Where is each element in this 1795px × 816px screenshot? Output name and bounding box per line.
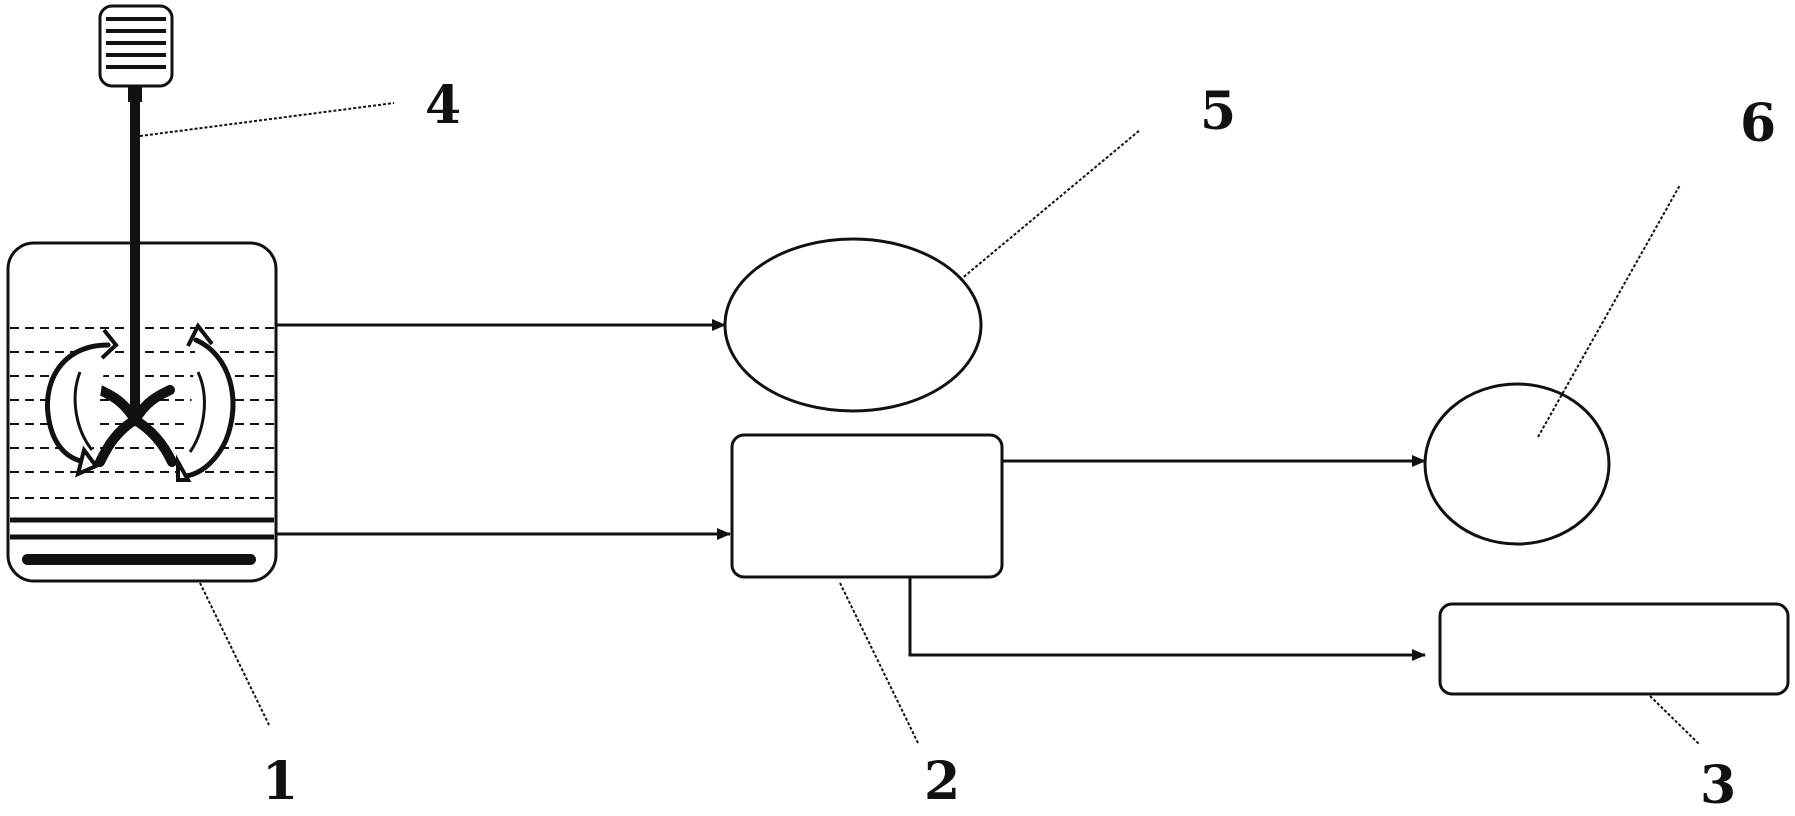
label-tank: 1 (262, 751, 299, 812)
leader-lines (139, 102, 1701, 746)
label-box-unit-2: 2 (924, 751, 961, 812)
tank (6, 241, 278, 583)
label-box-unit-3: 3 (1700, 755, 1737, 816)
box-unit-3 (1438, 602, 1790, 696)
circulation-arrows (44, 322, 236, 482)
box-unit-2 (730, 433, 1004, 579)
label-circle-unit-6: 6 (1740, 93, 1777, 154)
label-ellipse-unit-5: 5 (1200, 81, 1237, 142)
stirrer (95, 4, 177, 467)
label-stirrer: 4 (425, 75, 462, 136)
ellipse-unit-5 (723, 237, 983, 413)
circle-unit-6 (1423, 382, 1611, 546)
arrow-2-to-3 (908, 577, 1426, 661)
flow-arrows (276, 319, 1426, 661)
